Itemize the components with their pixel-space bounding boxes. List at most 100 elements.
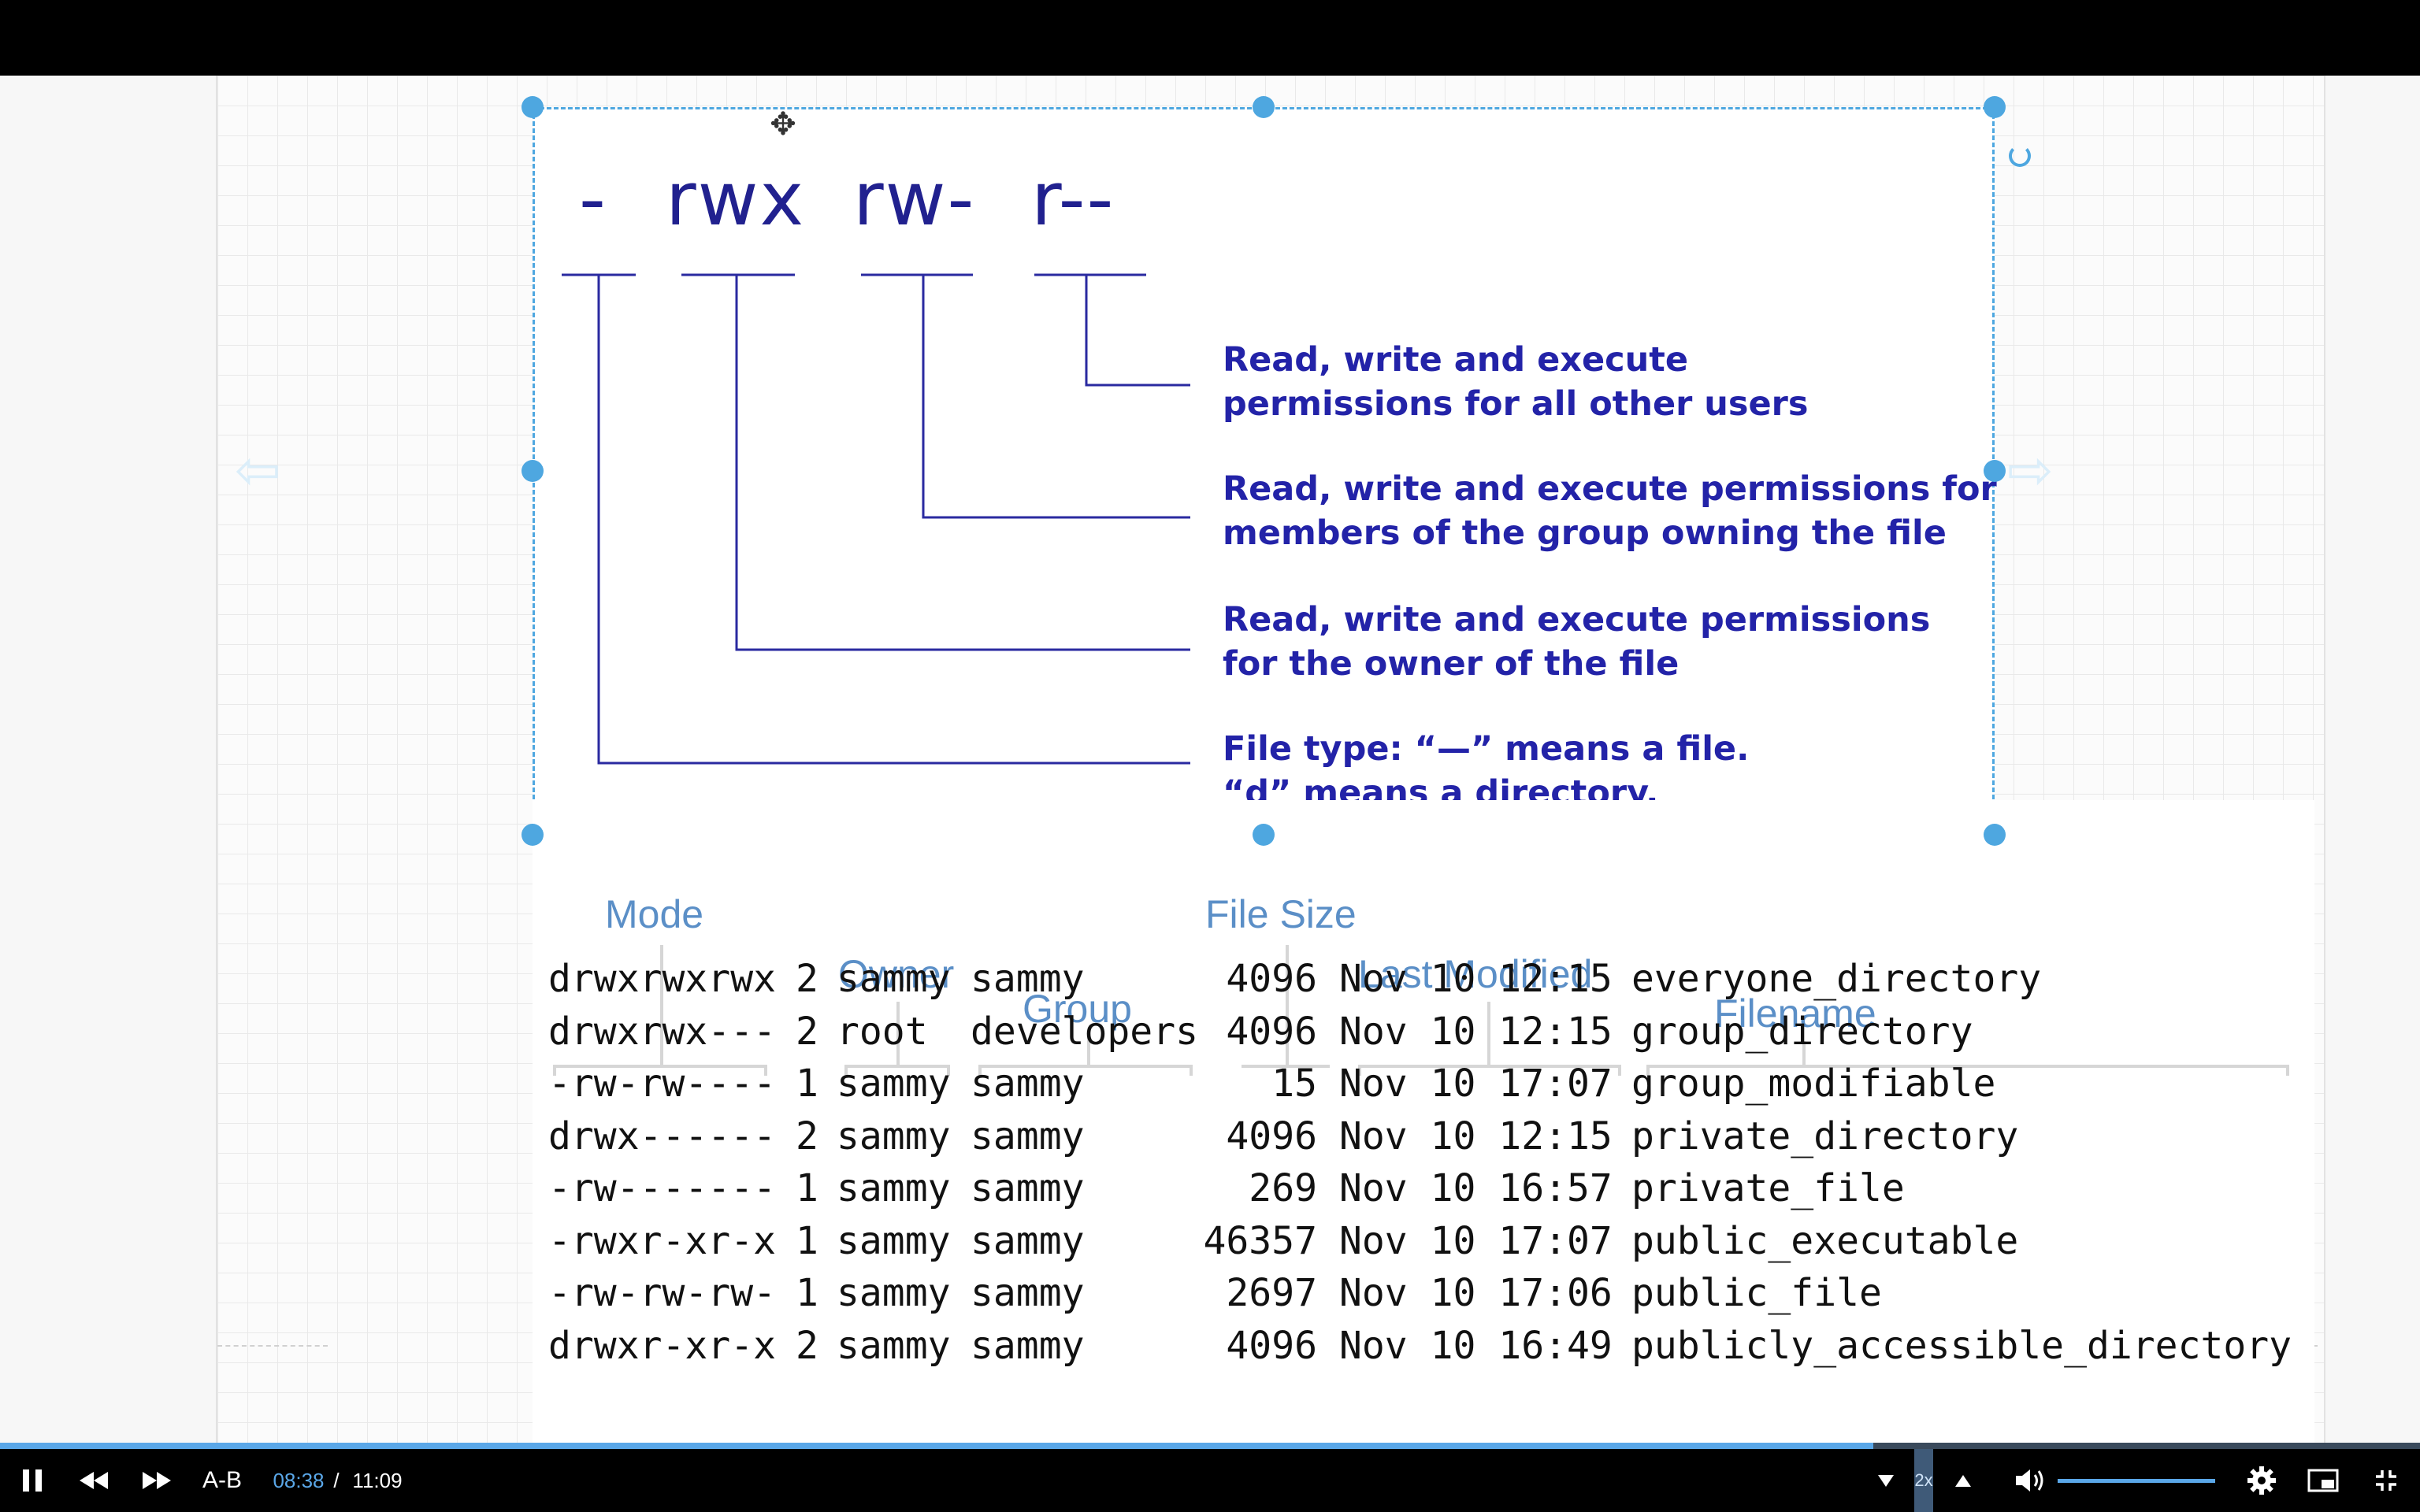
header-mode: Mode xyxy=(605,892,704,936)
listing-rows: drwxrwxrwx 2 sammy sammy 4096 Nov 10 12:15 eve… xyxy=(548,953,2292,1372)
rewind-button[interactable] xyxy=(74,1449,113,1512)
speed-indicator: 2x xyxy=(1914,1449,1933,1512)
settings-icon xyxy=(2247,1466,2276,1495)
bracket-filename xyxy=(1646,1065,2289,1068)
speed-down-button[interactable] xyxy=(1870,1449,1902,1512)
file-mode: -rwxr-xr-x xyxy=(548,1218,776,1263)
file-owner: root xyxy=(837,1009,928,1054)
resize-handle-bottom-left[interactable] xyxy=(521,824,544,846)
speed-up-button[interactable] xyxy=(1947,1449,1979,1512)
resize-handle-left[interactable] xyxy=(521,460,544,482)
file-owner: sammy xyxy=(837,1271,951,1315)
resize-handle-top-left[interactable] xyxy=(521,96,544,118)
modified-date: Nov 10 12:15 xyxy=(1339,1114,1613,1158)
file-owner: sammy xyxy=(837,1114,951,1158)
leader-owner xyxy=(735,275,1190,651)
desc-group: Read, write and execute permissions for … xyxy=(1223,469,1997,553)
video-frame: - rwx rw- r-- Read, write and execute pe… xyxy=(0,76,2420,1443)
ab-loop-button[interactable]: A-B xyxy=(202,1467,242,1493)
move-cursor-icon: ✥ xyxy=(770,107,796,142)
file-mode: drwx------ xyxy=(548,1114,776,1158)
file-group: sammy xyxy=(971,1323,1085,1368)
fast-forward-button[interactable] xyxy=(137,1449,176,1512)
resize-handle-bottom-right[interactable] xyxy=(1984,824,2006,846)
file-group: sammy xyxy=(971,1114,1085,1158)
drawing-canvas[interactable]: - rwx rw- r-- Read, write and execute pe… xyxy=(216,76,2325,1443)
file-mode: drwxr-xr-x xyxy=(548,1323,776,1368)
modified-date: Nov 10 16:57 xyxy=(1339,1166,1613,1210)
leader-group xyxy=(922,275,1190,519)
resize-handle-top-right[interactable] xyxy=(1984,96,2006,118)
fast-forward-icon xyxy=(143,1472,171,1489)
file-size: 4096 xyxy=(1226,1114,1317,1158)
file-size: 46357 xyxy=(1203,1218,1318,1263)
volume-icon xyxy=(2016,1469,2043,1492)
modified-date: Nov 10 17:07 xyxy=(1339,1062,1613,1106)
video-player-controls: A-B 08:38 / 11:09 2x xyxy=(0,1443,2420,1512)
exit-fullscreen-icon xyxy=(2376,1470,2396,1491)
perm-group-bits: rw- xyxy=(853,157,976,243)
file-name: public_executable xyxy=(1631,1218,2019,1263)
leader-filename xyxy=(1802,1041,1806,1065)
file-mode: -rw-rw-rw- xyxy=(548,1271,776,1315)
link-count: 2 xyxy=(796,957,818,1001)
link-count: 2 xyxy=(796,1323,818,1368)
resize-handle-top[interactable] xyxy=(1253,96,1275,118)
connect-arrow-right-icon[interactable]: ⇨ xyxy=(2007,439,2054,501)
progress-bar[interactable] xyxy=(0,1443,2420,1449)
mute-button[interactable] xyxy=(2010,1449,2050,1512)
resize-handle-bottom[interactable] xyxy=(1253,824,1275,846)
exit-fullscreen-button[interactable] xyxy=(2366,1449,2406,1512)
bracket-group xyxy=(978,1065,1193,1068)
time-separator: / xyxy=(333,1468,340,1492)
leader-other xyxy=(1085,275,1190,387)
rotate-handle-icon[interactable] xyxy=(2009,145,2031,167)
file-group: sammy xyxy=(971,1062,1085,1106)
header-last-modified: Last Modified xyxy=(1358,952,1593,996)
modified-date: Nov 10 17:06 xyxy=(1339,1271,1613,1315)
volume-slider[interactable] xyxy=(2058,1479,2215,1483)
file-group: sammy xyxy=(971,1166,1085,1210)
file-owner: sammy xyxy=(837,1323,951,1368)
bracket-mode xyxy=(553,1065,767,1068)
modified-date: Nov 10 12:15 xyxy=(1339,957,1613,1001)
file-name: everyone_directory xyxy=(1631,957,2042,1001)
leader-modified xyxy=(1487,1002,1490,1065)
file-mode: -rw-rw---- xyxy=(548,1062,776,1106)
bracket-owner xyxy=(844,1065,950,1068)
guide-line xyxy=(217,1345,328,1347)
file-mode: drwxrwxrwx xyxy=(548,957,776,1001)
file-group: sammy xyxy=(971,1218,1085,1263)
link-count: 1 xyxy=(796,1062,818,1106)
perm-type-char: - xyxy=(579,157,607,243)
leader-mode xyxy=(660,945,663,1065)
current-time: 08:38 xyxy=(273,1468,325,1492)
picture-in-picture-button[interactable] xyxy=(2303,1449,2343,1512)
diagram-lines xyxy=(562,273,1190,765)
permission-diagram[interactable]: - rwx rw- r-- Read, write and execute pe… xyxy=(533,107,1997,835)
modified-date: Nov 10 16:49 xyxy=(1339,1323,1613,1368)
connect-arrow-left-icon[interactable]: ⇦ xyxy=(235,439,281,501)
file-mode: -rw------- xyxy=(548,1166,776,1210)
pause-button[interactable] xyxy=(13,1449,52,1512)
resize-handle-right[interactable] xyxy=(1984,460,2006,482)
file-size: 4096 xyxy=(1226,1323,1317,1368)
modified-date: Nov 10 17:07 xyxy=(1339,1218,1613,1263)
rewind-icon xyxy=(80,1472,108,1489)
file-size: 15 xyxy=(1271,1062,1317,1106)
file-mode: drwxrwx--- xyxy=(548,1009,776,1054)
total-time: 11:09 xyxy=(352,1468,403,1492)
header-file-size: File Size xyxy=(1205,892,1357,936)
header-group: Group xyxy=(1023,987,1132,1031)
pause-icon xyxy=(23,1469,42,1492)
progress-fill xyxy=(0,1443,1873,1449)
settings-button[interactable] xyxy=(2242,1449,2281,1512)
file-name: private_directory xyxy=(1631,1114,2019,1158)
desc-type: File type: “—” means a file. “d” means a… xyxy=(1223,729,1750,813)
